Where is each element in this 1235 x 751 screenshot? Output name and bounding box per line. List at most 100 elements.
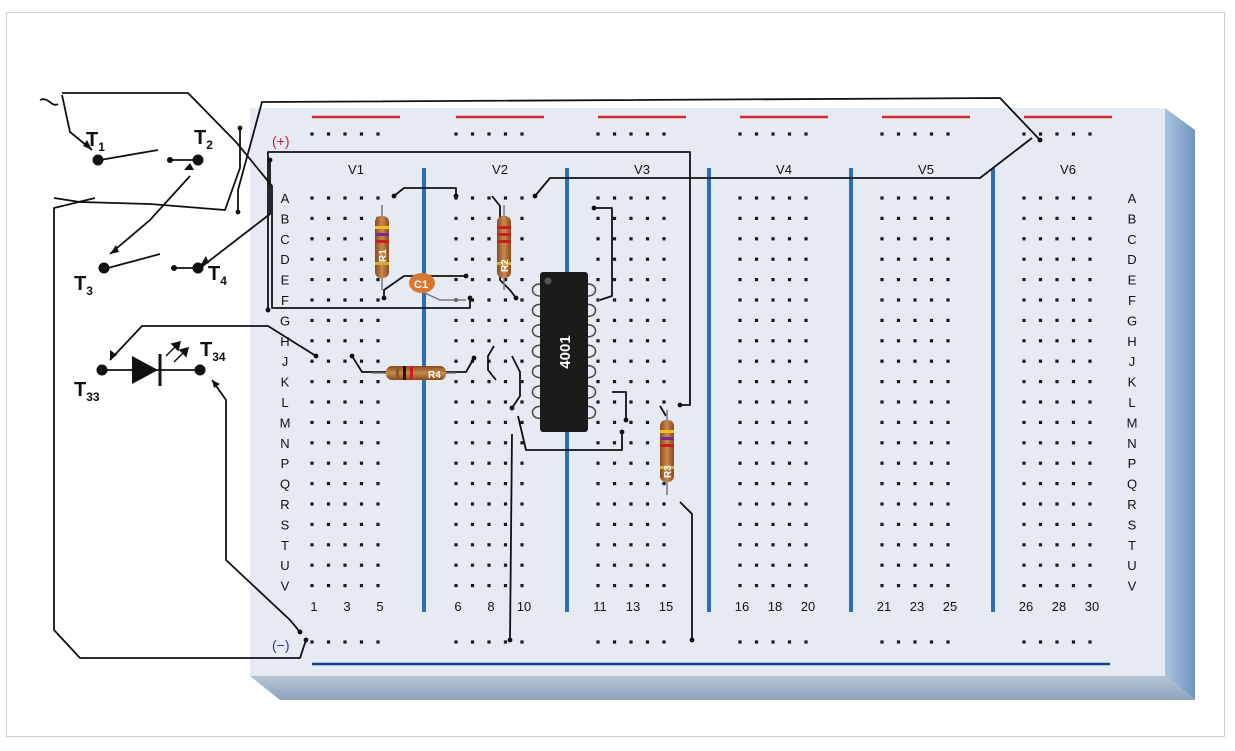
hole [738, 461, 742, 465]
hole [343, 359, 347, 363]
t1-label: T1 [86, 129, 105, 154]
hole [1055, 216, 1059, 220]
hole [896, 400, 901, 404]
hole [310, 359, 314, 363]
chip-pin-right [587, 324, 597, 338]
hole [804, 441, 808, 445]
hole [343, 380, 347, 384]
hole [487, 522, 491, 526]
hole [470, 522, 475, 526]
row-label-right: P [1128, 456, 1137, 471]
hole [738, 257, 742, 261]
chip-pins [531, 283, 597, 420]
hole [1088, 400, 1092, 404]
hole [913, 441, 917, 445]
wire-end-dot [453, 193, 459, 199]
hole [880, 441, 884, 445]
hole [662, 380, 666, 384]
hole [326, 400, 331, 404]
wire-t34-return [211, 379, 301, 633]
hole [454, 522, 458, 526]
hole [645, 482, 650, 486]
hole [326, 543, 331, 547]
hole [787, 502, 792, 506]
hole [596, 359, 600, 363]
hole [359, 461, 364, 465]
minus-rail-hole [487, 640, 491, 644]
hole [804, 196, 808, 200]
led-light-arrows-icon [165, 340, 190, 363]
hole [645, 257, 650, 261]
hole [487, 420, 491, 424]
hole [520, 461, 524, 465]
resistor-r4: R4 [372, 366, 456, 381]
hole [343, 257, 347, 261]
hole [645, 563, 650, 567]
hole [1088, 359, 1092, 363]
hole [612, 339, 617, 343]
hole [896, 237, 901, 241]
hole [880, 257, 884, 261]
hole [1038, 237, 1043, 241]
wire-end-dot [689, 637, 695, 643]
hole [1088, 563, 1092, 567]
hole [359, 298, 364, 302]
row-label-left: K [281, 375, 290, 390]
hole [470, 584, 475, 588]
hole [662, 482, 666, 486]
hole [1071, 339, 1076, 343]
row-label-left: R [280, 497, 289, 512]
hole [929, 257, 934, 261]
hole [454, 584, 458, 588]
hole [596, 584, 600, 588]
hole [787, 543, 792, 547]
hole [946, 584, 950, 588]
hole [596, 380, 600, 384]
row-label-right: K [1128, 375, 1137, 390]
hole [503, 339, 508, 343]
hole [310, 278, 314, 282]
hole [929, 298, 934, 302]
hole [1071, 380, 1076, 384]
hole [645, 400, 650, 404]
hole [503, 563, 508, 567]
wire-r2-link [491, 195, 517, 299]
hole [929, 216, 934, 220]
column-label: 26 [1019, 599, 1033, 614]
hole [1038, 461, 1043, 465]
wires [53, 92, 1041, 659]
hole [913, 543, 917, 547]
hole [376, 380, 380, 384]
hole [896, 543, 901, 547]
hole [470, 278, 475, 282]
hole [787, 318, 792, 322]
minus-rail-hole [503, 640, 508, 644]
hole [913, 278, 917, 282]
hole [946, 196, 950, 200]
hole [1071, 278, 1076, 282]
hole [376, 522, 380, 526]
plus-rail-hole [1088, 132, 1092, 136]
minus-rail-hole [612, 640, 617, 644]
hole [1055, 359, 1059, 363]
hole [596, 461, 600, 465]
hole [896, 380, 901, 384]
hole [880, 196, 884, 200]
hole [929, 278, 934, 282]
hole [520, 563, 524, 567]
minus-rail-hole [596, 640, 600, 644]
wire-chip-right2 [612, 391, 627, 420]
hole [787, 461, 792, 465]
hole [359, 196, 364, 200]
switch-1-2-lever [99, 149, 159, 161]
hole [487, 400, 491, 404]
hole [1022, 584, 1026, 588]
wire-end-dot [235, 209, 241, 215]
hole [596, 522, 600, 526]
hole [804, 359, 808, 363]
hole [1071, 441, 1076, 445]
hole [771, 584, 775, 588]
chip-label: 4001 [557, 335, 574, 368]
wire-ground-v3 [679, 501, 693, 640]
hole [1022, 298, 1026, 302]
